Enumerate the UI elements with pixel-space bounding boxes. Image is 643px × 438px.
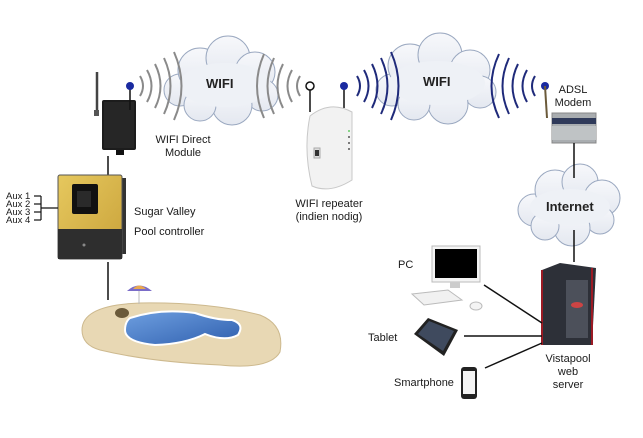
aux-2-label: Aux 2 xyxy=(6,199,31,210)
repeater-label: WIFI repeater (indien nodig) xyxy=(284,198,374,224)
wifi-module-label: WIFI Direct Module xyxy=(148,134,218,160)
wifi-waves-repeater-in xyxy=(256,53,301,119)
wifi-cloud-left-label: WIFI xyxy=(206,76,234,91)
internet-cloud xyxy=(517,163,621,247)
pool-controller xyxy=(57,174,126,260)
repeater-label-line1: WIFI repeater xyxy=(295,198,363,210)
vistapool-server xyxy=(541,263,596,345)
aux-3-label: Aux 3 xyxy=(6,207,31,218)
server-label-line1: Vistapool xyxy=(545,353,591,365)
internet-cloud-label: Internet xyxy=(546,199,594,214)
aux-connectors xyxy=(34,195,58,221)
tablet xyxy=(414,318,458,356)
tablet-label: Tablet xyxy=(368,332,398,344)
modem-label-line2: Modem xyxy=(554,97,592,109)
modem-label: ADSL Modem xyxy=(551,84,595,110)
aux-1-label: Aux 1 xyxy=(6,191,31,202)
adsl-modem xyxy=(541,82,597,144)
wifi-module-label-line1: WIFI Direct xyxy=(155,134,211,146)
controller-label-line1: Sugar Valley xyxy=(134,206,196,218)
wifi-module-label-line2: Module xyxy=(164,147,202,159)
aux-4-label: Aux 4 xyxy=(6,215,31,226)
repeater-label-line2: (indien nodig) xyxy=(295,211,363,223)
controller-label: Sugar Valley Pool controller xyxy=(134,206,204,239)
antenna-dot xyxy=(126,82,134,90)
server-label-line3: server xyxy=(552,379,584,391)
server-label: Vistapool web server xyxy=(540,353,596,392)
controller-label-line2: Pool controller xyxy=(134,226,205,238)
wifi-repeater xyxy=(305,81,353,190)
client-links xyxy=(464,284,543,369)
wifi-cloud-right-label: WIFI xyxy=(423,74,451,89)
pc-label: PC xyxy=(398,259,414,271)
wifi-waves-repeater-out xyxy=(356,51,400,121)
pc xyxy=(410,245,483,311)
modem-label-line1: ADSL xyxy=(558,84,588,96)
swimming-pool xyxy=(81,285,282,367)
smartphone-label: Smartphone xyxy=(394,377,454,389)
wifi-cloud-right xyxy=(375,32,497,125)
wifi-waves-module xyxy=(139,51,183,121)
wifi-waves-modem xyxy=(490,53,536,119)
smartphone xyxy=(461,367,477,399)
server-label-line2: web xyxy=(557,366,579,378)
wifi-direct-module xyxy=(94,72,136,155)
